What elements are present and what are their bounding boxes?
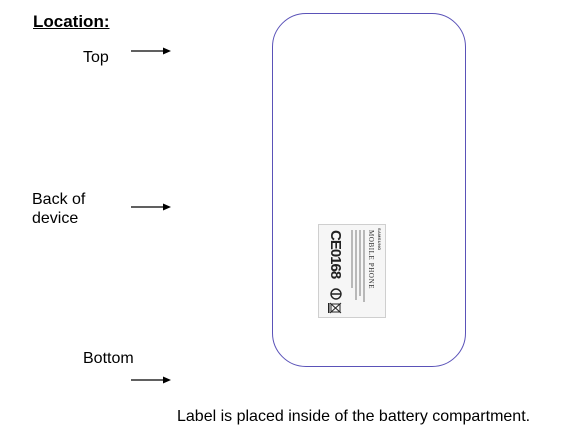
- label-back-line1: Back of: [32, 191, 86, 208]
- alert-circle-icon: [330, 288, 342, 300]
- location-heading: Location:: [33, 12, 110, 31]
- sticker-title: MOBILE PHONE: [367, 230, 375, 290]
- sticker-rotated-content: SAMSUNG MOBILE PHONE CE0168: [320, 226, 384, 316]
- label-bottom: Bottom: [83, 350, 134, 367]
- sticker-fine-print: [363, 230, 365, 302]
- label-back-line2: device: [32, 210, 79, 227]
- label-top: Top: [83, 49, 109, 66]
- device-outline: [272, 13, 466, 367]
- caption: Label is placed inside of the battery co…: [177, 408, 531, 425]
- sticker-ce-mark: CE0168: [327, 230, 344, 279]
- sticker-brand: SAMSUNG: [377, 228, 382, 251]
- arrow-back-icon: [131, 203, 171, 211]
- sticker-fine-print: [359, 230, 361, 296]
- recycle-bin-icon: [328, 302, 342, 314]
- label-back-of-device: Back of device: [32, 190, 85, 228]
- device-label-sticker: SAMSUNG MOBILE PHONE CE0168: [318, 224, 386, 318]
- sticker-fine-print: [351, 230, 353, 288]
- arrow-top-icon: [131, 47, 171, 55]
- sticker-fine-print: [355, 230, 357, 300]
- arrow-bottom-icon: [131, 376, 171, 384]
